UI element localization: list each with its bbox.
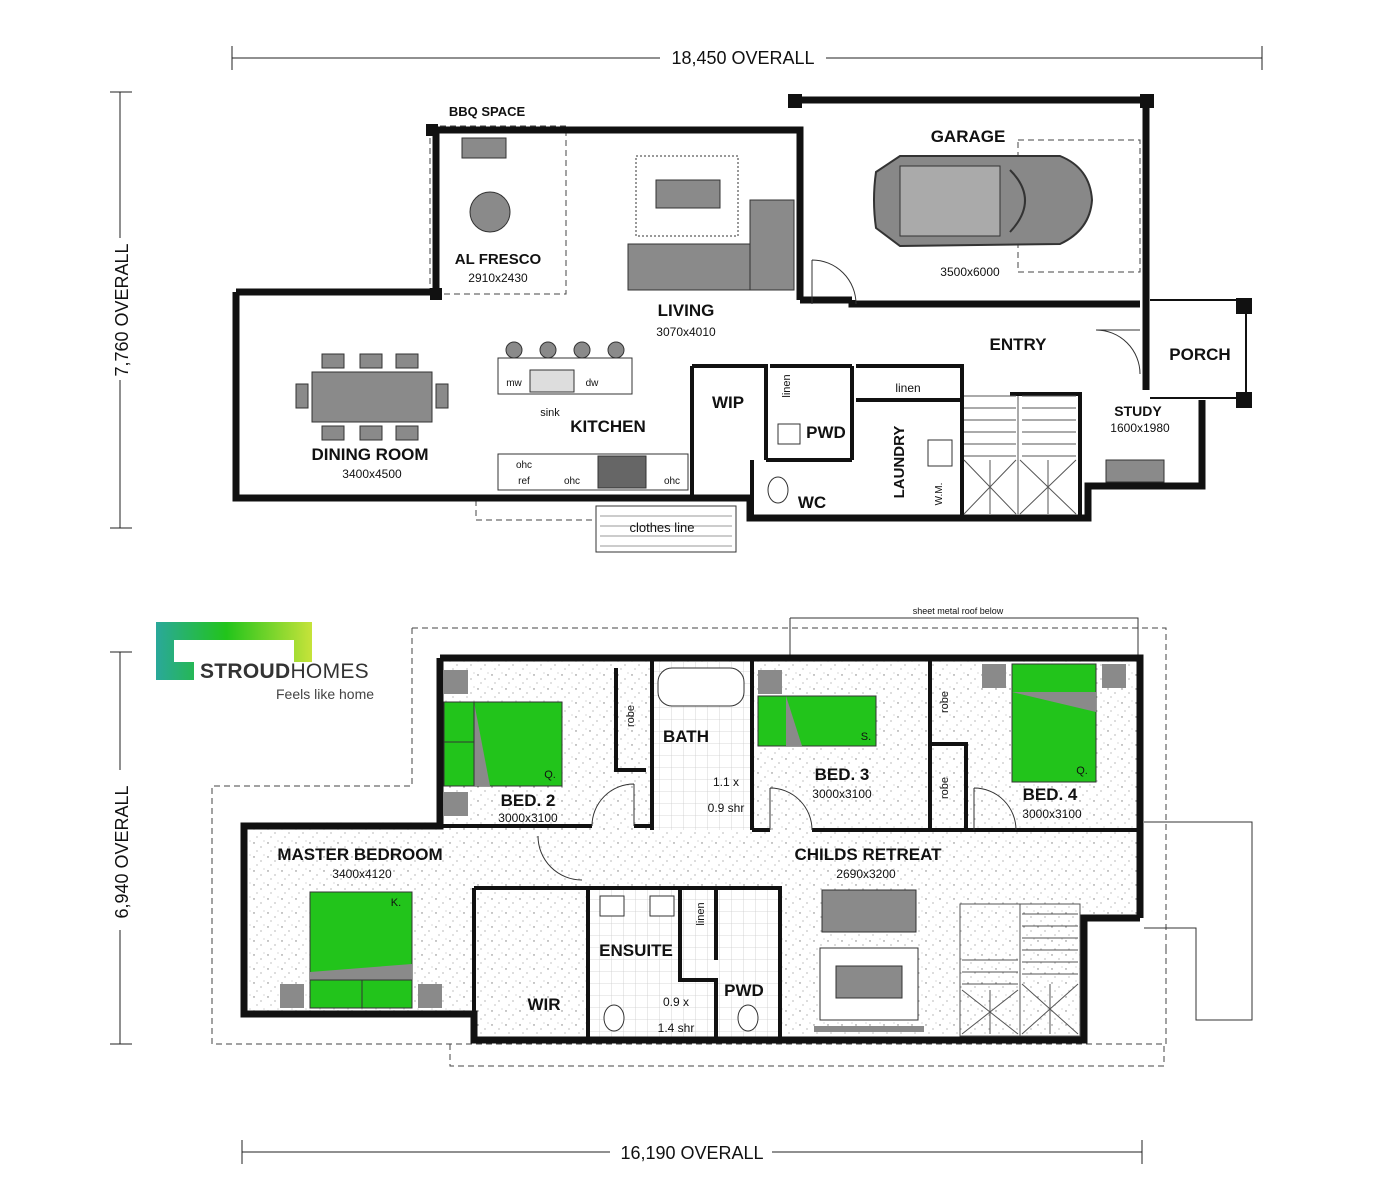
pwd-upper-label: PWD bbox=[724, 981, 764, 1000]
study-label: STUDY bbox=[1114, 403, 1162, 419]
shower2-line2: 1.4 shr bbox=[658, 1021, 695, 1035]
bed3-size: 3000x3100 bbox=[812, 787, 872, 801]
bed4-type: Q. bbox=[1076, 765, 1088, 777]
car-icon bbox=[873, 155, 1094, 248]
master-bed-type: K. bbox=[391, 897, 401, 909]
ref-label: ref bbox=[518, 476, 530, 487]
alfresco-table bbox=[461, 137, 511, 233]
clothes-line-label: clothes line bbox=[629, 520, 694, 535]
shower2-line1: 0.9 x bbox=[663, 995, 689, 1009]
master-label: MASTER BEDROOM bbox=[277, 845, 442, 864]
wm-label: W.M. bbox=[934, 483, 945, 506]
retreat-label: CHILDS RETREAT bbox=[794, 845, 942, 864]
dining-table bbox=[295, 353, 449, 441]
bed3-type: S. bbox=[861, 731, 871, 743]
ensuite-label: ENSUITE bbox=[599, 941, 673, 960]
top-overall-dimension: 18,450 OVERALL bbox=[671, 48, 814, 68]
bottom-overall-dimension: 16,190 OVERALL bbox=[620, 1143, 763, 1163]
bed3-label: BED. 3 bbox=[815, 765, 870, 784]
bed2-size: 3000x3100 bbox=[498, 811, 558, 825]
brand-tagline: Feels like home bbox=[276, 686, 375, 702]
linen-label-pwd: linen bbox=[781, 374, 793, 397]
linen-label: linen bbox=[895, 381, 920, 395]
living-size: 3070x4010 bbox=[656, 325, 716, 339]
alfresco-label: AL FRESCO bbox=[455, 251, 542, 268]
sink-label: sink bbox=[540, 407, 560, 419]
roof-note: sheet metal roof below bbox=[913, 606, 1004, 616]
wc-label: WC bbox=[798, 493, 826, 512]
linen-upper-label: linen bbox=[695, 902, 707, 925]
ground-floor bbox=[232, 94, 1252, 553]
living-furniture bbox=[627, 155, 795, 291]
robe-label-bed4a: robe bbox=[939, 691, 951, 713]
garage-size: 3500x6000 bbox=[940, 265, 1000, 279]
brand-name: STROUDHOMES bbox=[200, 660, 369, 684]
bed4-size: 3000x3100 bbox=[1022, 807, 1082, 821]
entry-label: ENTRY bbox=[990, 335, 1048, 354]
alfresco-size: 2910x2430 bbox=[468, 271, 528, 285]
brand-name-bold: STROUD bbox=[200, 660, 291, 683]
bed2-label: BED. 2 bbox=[501, 791, 556, 810]
bath-label: BATH bbox=[663, 727, 709, 746]
bbq-space-label: BBQ SPACE bbox=[449, 104, 526, 119]
robe-label-bed4b: robe bbox=[939, 777, 951, 799]
study-size: 1600x1980 bbox=[1110, 421, 1170, 435]
upper-floor bbox=[211, 617, 1253, 1067]
wir-label: WIR bbox=[527, 995, 560, 1014]
shower1-line1: 1.1 x bbox=[713, 775, 739, 789]
bed2-type: Q. bbox=[544, 769, 556, 781]
kitchen-label: KITCHEN bbox=[570, 417, 646, 436]
porch-label: PORCH bbox=[1169, 345, 1230, 364]
ohc-label-3: ohc bbox=[664, 476, 680, 487]
bed2-furniture bbox=[443, 670, 563, 816]
brand-name-light: HOMES bbox=[290, 660, 369, 683]
bed4-label: BED. 4 bbox=[1023, 785, 1078, 804]
robe-label-bed2: robe bbox=[625, 705, 637, 727]
dining-label: DINING ROOM bbox=[311, 445, 428, 464]
ohc-label: ohc bbox=[516, 460, 532, 471]
retreat-size: 2690x3200 bbox=[836, 867, 896, 881]
kitchen-bench bbox=[497, 341, 689, 491]
dw-label: dw bbox=[586, 378, 600, 389]
brand-block: STROUDHOMES Feels like home bbox=[156, 622, 396, 712]
dining-size: 3400x4500 bbox=[342, 467, 402, 481]
ground-side-dimension: 7,760 OVERALL bbox=[112, 243, 132, 376]
upper-side-dimension: 6,940 OVERALL bbox=[112, 785, 132, 918]
bed4-furniture bbox=[982, 663, 1126, 783]
master-bed-furniture bbox=[280, 891, 442, 1009]
mw-label: mw bbox=[506, 378, 522, 389]
bed3-furniture bbox=[757, 670, 877, 747]
living-label: LIVING bbox=[658, 301, 715, 320]
dimension-lines bbox=[110, 46, 1263, 1164]
pwd-label: PWD bbox=[806, 423, 846, 442]
retreat-furniture bbox=[814, 889, 924, 1032]
stroud-homes-logo bbox=[156, 622, 312, 680]
ohc-label-2: ohc bbox=[564, 476, 580, 487]
shower1-line2: 0.9 shr bbox=[708, 801, 745, 815]
master-size: 3400x4120 bbox=[332, 867, 392, 881]
garage-label: GARAGE bbox=[931, 127, 1006, 146]
wip-label: WIP bbox=[712, 393, 744, 412]
laundry-label: LAUNDRY bbox=[891, 426, 908, 499]
